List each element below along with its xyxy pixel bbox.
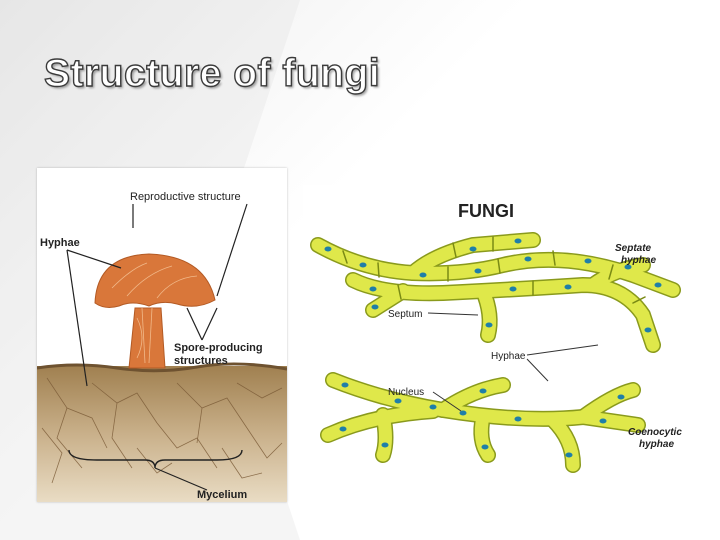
cap-hyphae-lines [111, 262, 198, 364]
label-spore-producing-1: Spore-producing [174, 342, 263, 354]
pointer-reproductive-2 [216, 203, 248, 297]
pointer-hyphae-right-1 [526, 344, 599, 356]
pointer-hyphae-right-2 [526, 358, 549, 382]
pointer-hyphae-2 [66, 249, 88, 387]
mycelium-threads [41, 377, 283, 484]
pointer-spore-1 [186, 307, 203, 341]
label-septate-2: hyphae [621, 255, 656, 266]
label-coenocytic-1: Coenocytic [628, 427, 682, 438]
slide-title: Structure of fungi [43, 51, 381, 95]
soil [37, 366, 287, 502]
septate-hyphae-drawing [310, 232, 681, 353]
pointer-septum [427, 312, 479, 316]
pointer-nucleus [432, 391, 462, 412]
mushroom-diagram: Reproductive structure Hyphae Spore-prod… [36, 168, 288, 502]
label-septate-1: Septate [615, 243, 652, 254]
pointer-mycelium [154, 467, 208, 491]
pointer-hyphae-1 [66, 249, 122, 269]
mushroom-illustration: Reproductive structure Hyphae Spore-prod… [36, 191, 288, 502]
label-reproductive-structure: Reproductive structure [130, 191, 241, 203]
label-hyphae: Hyphae [40, 237, 80, 249]
hyphae-illustration: FUNGI [310, 201, 682, 473]
label-septum: Septum [388, 309, 422, 320]
label-nucleus: Nucleus [388, 387, 424, 398]
label-mycelium: Mycelium [197, 489, 247, 501]
soil-surface [36, 362, 288, 373]
mushroom-cap [94, 253, 216, 308]
coenocytic-hyphae-drawing [320, 372, 646, 473]
pointer-spore-2 [201, 307, 218, 341]
mushroom-stem [128, 307, 166, 369]
label-hyphae-right: Hyphae [491, 351, 526, 362]
hyphae-diagram: FUNGI [303, 185, 683, 505]
label-spore-producing-2: structures [174, 355, 228, 367]
fungi-heading: FUNGI [458, 201, 514, 221]
label-coenocytic-2: hyphae [639, 439, 674, 450]
